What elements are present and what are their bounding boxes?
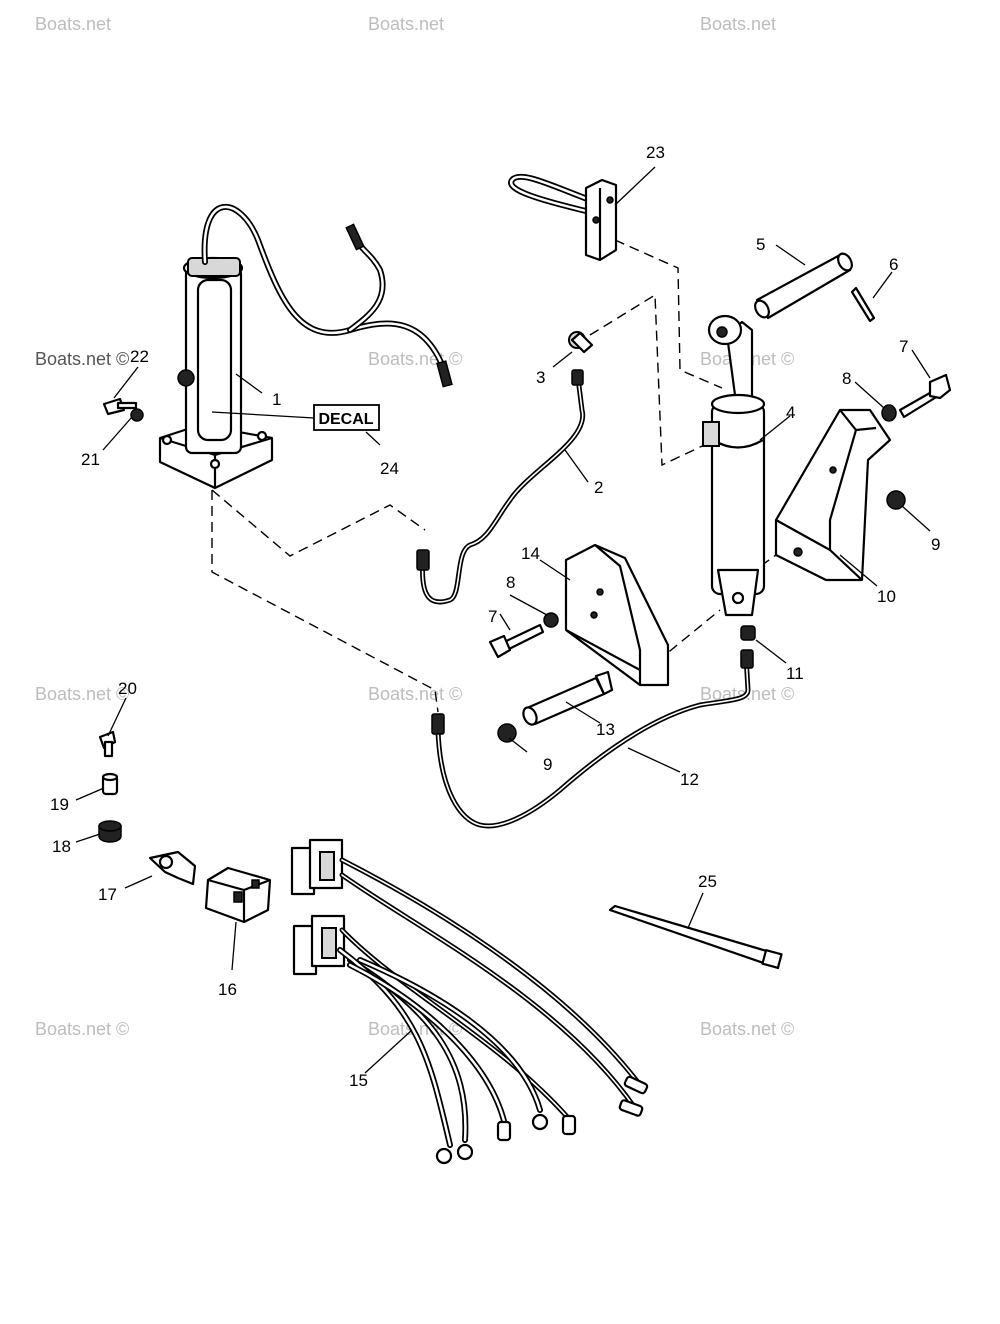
callout-7-lower: 7 [488,607,497,626]
wiring-harness-15 [290,838,649,1165]
callout-12: 12 [680,770,699,789]
watermark: Boats.net © [35,684,129,704]
bushing-19 [101,772,119,796]
callout-21: 21 [81,450,100,469]
screw-20 [98,730,117,758]
cable-tie-25 [608,904,783,970]
trim-cylinder-4 [702,314,766,617]
watermark: Boats.net © [700,1019,794,1039]
fitting-11 [740,625,756,641]
washer-8-upper [881,404,897,422]
callout-24: 24 [380,459,399,478]
fitting-3 [568,331,594,354]
watermark: Boats.net © [368,349,462,369]
callout-22: 22 [130,347,149,366]
callout-11: 11 [786,664,804,683]
bracket-10 [774,408,892,582]
decal-label: DECAL [318,411,373,428]
callout-9-upper: 9 [931,535,940,554]
hydraulic-line-12 [431,649,754,829]
grommet-18 [98,820,122,843]
connector-block-16 [204,866,272,924]
callout-20: 20 [118,679,137,698]
callout-6: 6 [889,255,898,274]
callout-7-upper: 7 [899,337,908,356]
callout-1: 1 [272,390,281,409]
cotter-pin-6 [850,286,876,323]
callout-23: 23 [646,143,665,162]
callout-4: 4 [786,403,795,422]
watermark: Boats.net © [35,1019,129,1039]
watermark: Boats.net [368,14,444,34]
callout-18: 18 [52,837,71,856]
callout-3: 3 [536,368,545,387]
bolt-7-lower [488,623,545,659]
bracket-23 [508,173,618,262]
washer-21 [130,408,144,422]
watermark: Boats.net © [35,349,129,369]
decal-label-box: DECAL [313,404,380,431]
callout-16: 16 [218,980,237,999]
callout-8-lower: 8 [506,573,515,592]
watermark: Boats.net [700,14,776,34]
callout-13: 13 [596,720,615,739]
leader-lines [75,166,931,1074]
callout-10: 10 [877,587,896,606]
callout-numbers: 1 2 3 4 5 6 7 7 8 8 9 9 10 11 12 13 14 1… [50,143,940,1090]
callout-2: 2 [594,478,603,497]
hydraulic-line-2 [416,369,586,605]
callout-9-lower: 9 [543,755,552,774]
callout-8-upper: 8 [842,369,851,388]
watermark: Boats.net [35,14,111,34]
callout-17: 17 [98,885,117,904]
bracket-14 [564,543,670,687]
pump-assembly [158,203,453,490]
nut-9-upper [886,490,906,510]
watermarks: Boats.net Boats.net Boats.net Boats.net … [35,14,794,1039]
callout-25: 25 [698,872,717,891]
clip-17 [148,850,197,886]
watermark: Boats.net © [368,684,462,704]
callout-19: 19 [50,795,69,814]
pin-13 [522,670,614,726]
screw-22 [102,397,138,416]
washer-8-lower [543,612,559,628]
callout-5: 5 [756,235,765,254]
callout-14: 14 [521,544,540,563]
pin-5 [754,252,853,320]
callout-15: 15 [349,1071,368,1090]
nut-9-lower [497,723,517,743]
bolt-7-upper [898,373,952,419]
